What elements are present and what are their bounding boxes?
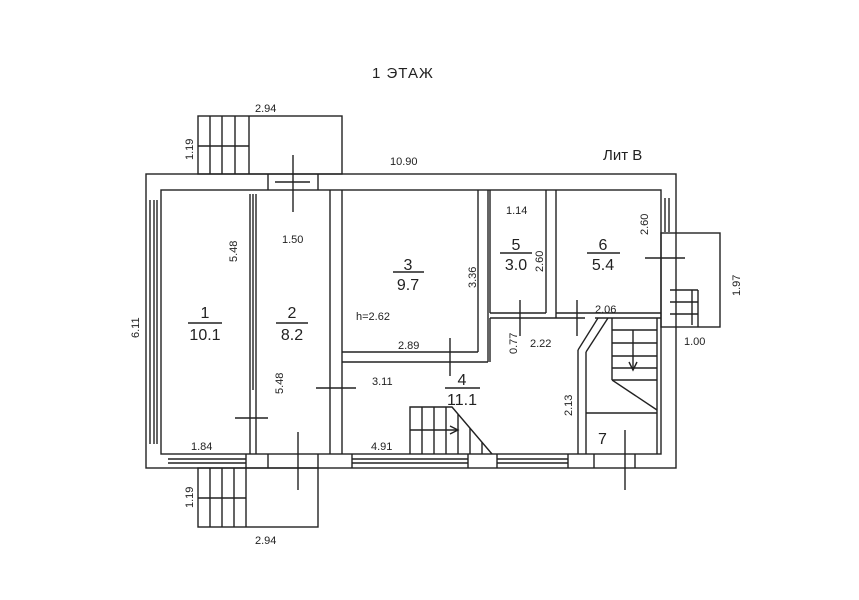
svg-text:0.77: 0.77 <box>508 333 520 354</box>
svg-text:1: 1 <box>201 305 210 322</box>
svg-text:3.36: 3.36 <box>467 267 479 288</box>
stairs-bottom-porch <box>197 432 319 528</box>
svg-text:2.13: 2.13 <box>563 395 575 416</box>
svg-text:2.94: 2.94 <box>255 535 276 547</box>
svg-text:2.06: 2.06 <box>595 304 616 316</box>
svg-text:10.90: 10.90 <box>390 156 418 168</box>
room-5: 5 3.0 <box>500 237 532 274</box>
svg-text:8.2: 8.2 <box>281 327 303 344</box>
stairs-right-porch <box>645 232 721 328</box>
room-3: 3 9.7 <box>393 257 424 294</box>
svg-text:1.84: 1.84 <box>191 441 212 453</box>
svg-text:1.19: 1.19 <box>184 487 196 508</box>
svg-text:2: 2 <box>288 305 297 322</box>
svg-text:6: 6 <box>599 237 608 254</box>
svg-text:1.97: 1.97 <box>731 275 743 296</box>
room-6: 6 5.4 <box>587 237 620 274</box>
svg-text:1.50: 1.50 <box>282 234 303 246</box>
svg-text:2.89: 2.89 <box>398 340 419 352</box>
svg-text:2.22: 2.22 <box>530 338 551 350</box>
dimension-labels: 2.94 1.19 10.90 6.11 5.48 1.50 5.48 1.84… <box>130 103 743 547</box>
svg-text:4.91: 4.91 <box>371 441 392 453</box>
ceiling-height: h=2.62 <box>356 311 390 323</box>
exterior-walls <box>145 173 677 469</box>
svg-text:11.1: 11.1 <box>447 392 477 409</box>
svg-text:1.00: 1.00 <box>684 336 705 348</box>
stairs-top-porch <box>197 115 343 212</box>
room-7: 7 <box>598 431 607 448</box>
svg-text:2.60: 2.60 <box>534 251 546 272</box>
svg-text:5.48: 5.48 <box>228 241 240 262</box>
floor-title: 1 ЭТАЖ <box>372 65 434 82</box>
svg-text:1.14: 1.14 <box>506 205 527 217</box>
room-4: 4 11.1 <box>445 372 480 409</box>
door-markers <box>235 300 626 490</box>
svg-text:2.94: 2.94 <box>255 103 276 115</box>
svg-text:5: 5 <box>512 237 521 254</box>
svg-text:10.1: 10.1 <box>189 327 220 344</box>
svg-text:2.60: 2.60 <box>639 214 651 235</box>
stairs-interior <box>611 318 658 411</box>
svg-text:5.4: 5.4 <box>592 257 614 274</box>
room-1: 1 10.1 <box>188 305 222 344</box>
liter-label: Лит В <box>603 147 642 164</box>
svg-text:5.48: 5.48 <box>274 373 286 394</box>
stairs-room-4 <box>409 406 493 455</box>
svg-text:3: 3 <box>404 257 413 274</box>
svg-text:6.11: 6.11 <box>130 317 142 338</box>
interior-walls <box>249 190 661 454</box>
svg-text:9.7: 9.7 <box>397 277 419 294</box>
svg-text:1.19: 1.19 <box>184 139 196 160</box>
svg-text:4: 4 <box>458 372 467 389</box>
svg-text:3.0: 3.0 <box>505 257 527 274</box>
room-2: 2 8.2 <box>276 305 308 344</box>
svg-text:3.11: 3.11 <box>372 376 393 388</box>
